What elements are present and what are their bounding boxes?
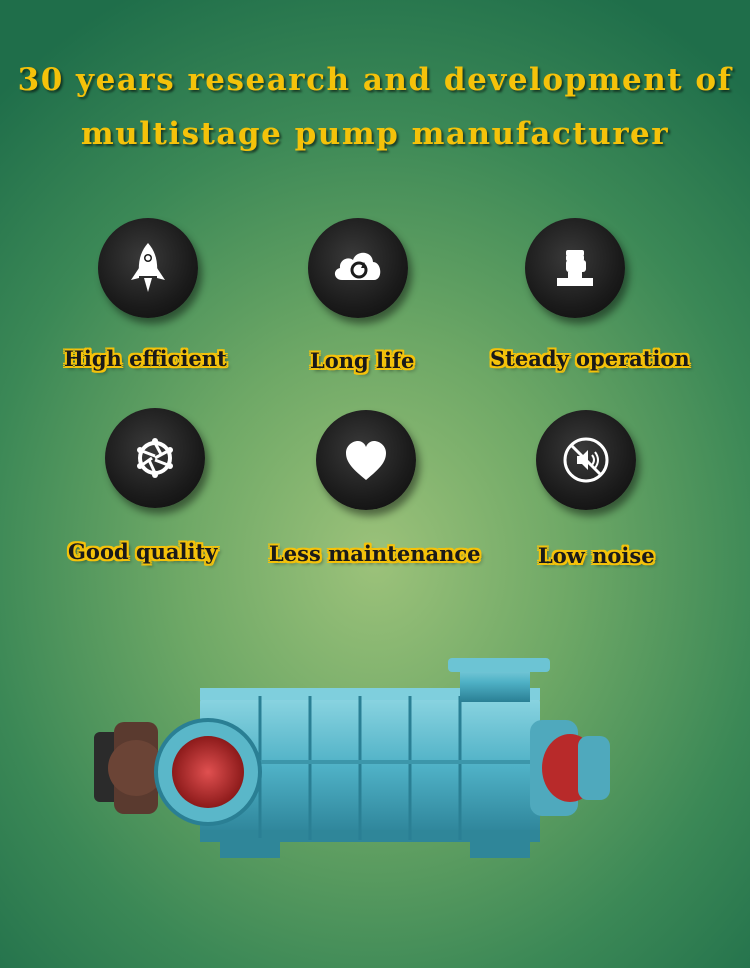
multistage-pump-image	[94, 658, 610, 858]
feature-label-low-noise: Low noise	[538, 543, 655, 568]
cloud-refresh-icon	[308, 218, 408, 318]
aperture-icon	[105, 408, 205, 508]
feature-label-good-quality: Good quality	[68, 539, 218, 564]
headline-line-2: multistage pump manufacturer	[80, 116, 670, 152]
headline-line-1: 30 years research and development of	[17, 62, 733, 98]
mute-speaker-icon	[536, 410, 636, 510]
raised-fist-icon	[525, 218, 625, 318]
feature-label-high-efficient: High efficient	[64, 346, 227, 371]
feature-label-steady-operation: Steady operation	[490, 346, 690, 371]
feature-label-long-life: Long life	[310, 348, 415, 373]
feature-label-less-maintenance: Less maintenance	[269, 541, 481, 566]
heart-icon	[316, 410, 416, 510]
rocket-icon	[98, 218, 198, 318]
